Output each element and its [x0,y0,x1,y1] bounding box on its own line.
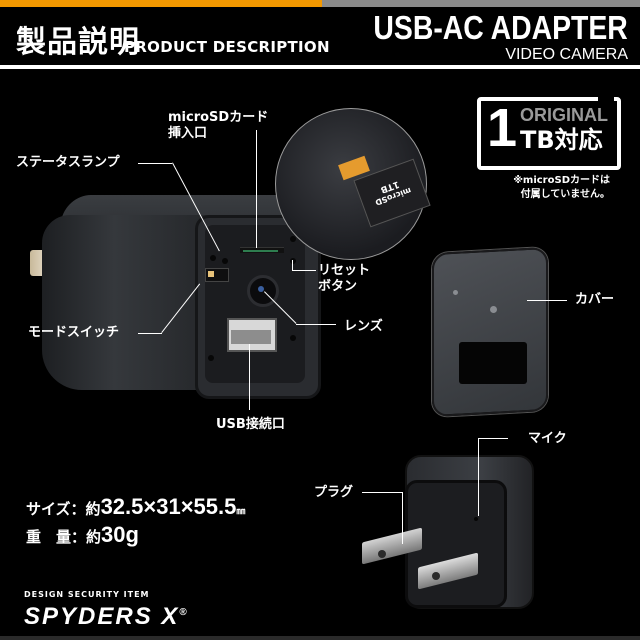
spec-size-key: サイズ：約 [26,500,101,518]
leader-line [527,300,567,301]
microphone-hole [474,517,478,521]
prong-hole [432,572,440,580]
page-title-jp: 製品説明 [16,25,140,60]
product-title: USB-AC ADAPTER [373,9,628,46]
page-title-en: PRODUCT DESCRIPTION [124,38,330,56]
header-accent-bar-gray [322,0,640,7]
cover-hole [453,290,458,295]
callout-text: リセット [318,263,371,278]
leader-line [256,130,257,248]
callout-mode-switch: モードスイッチ [28,325,120,340]
callout-status-lamp: ステータスランプ [16,155,120,170]
spec-size-value: 32.5×31×55.5 [100,494,237,519]
status-lamp [222,258,228,264]
product-subtitle: VIDEO CAMERA [505,46,628,63]
callout-text: ボタン [318,279,358,294]
leader-line [478,438,508,439]
header-accent-bar-orange [0,0,330,7]
leader-line [292,260,293,270]
spec-weight: 重 量：約30g [26,522,139,548]
cover-window [459,342,527,384]
leader-line [402,492,403,544]
leader-line [292,270,316,271]
registered-mark: ® [179,607,189,618]
brand-name: SPYDERS X [24,603,180,630]
usb-port-tongue [231,330,271,344]
screw-hole [210,255,216,261]
badge-original: ORIGINAL [520,105,608,125]
device-side [42,215,222,390]
callout-cover: カバー [575,292,615,307]
leader-line [138,163,172,164]
badge-sd-notch [598,94,614,106]
callout-mic: マイク [528,431,567,446]
brand-tagline: DESIGN SECURITY ITEM [24,590,150,599]
spec-weight-value: 30g [101,522,139,547]
prong-hole [378,550,386,558]
callout-usb-port: USB接続口 [216,417,285,432]
note-line: 付属していません。 [520,189,610,200]
callout-microsd-slot: microSDカード 挿入口 [168,110,268,142]
leader-line [249,344,250,410]
cover-plate [432,246,548,418]
reset-button [290,258,296,264]
microsd-slot-contacts [243,250,278,252]
cover-hole [490,306,497,313]
lens-glass [258,286,264,292]
badge-number: 1 [487,98,518,158]
mode-switch-knob [208,271,214,277]
header-divider [0,65,640,69]
spec-size-unit: ㎜ [236,507,246,517]
leader-line [362,492,402,493]
leader-line [478,438,479,516]
leader-line [296,324,336,325]
callout-plug: プラグ [314,485,354,500]
capacity-badge [477,97,621,170]
spec-size: サイズ：約32.5×31×55.5㎜ [26,494,245,520]
callout-text: microSDカード [168,110,269,125]
badge-capacity: TB対応 [520,126,603,154]
screw-hole [208,355,214,361]
screw-hole [290,335,296,341]
callout-reset-button: リセット ボタン [318,263,370,295]
callout-text: 挿入口 [168,126,208,141]
microsd-not-included-note: ※microSDカードは 付属していません。 [513,174,610,202]
callout-lens: レンズ [344,319,383,334]
footer-strip [0,636,640,640]
brand-logo: SPYDERS X® [24,600,189,630]
screw-hole [290,236,296,242]
note-line: ※microSDカードは [513,175,610,186]
leader-line [138,333,162,334]
spec-weight-key: 重 量：約 [26,528,102,546]
